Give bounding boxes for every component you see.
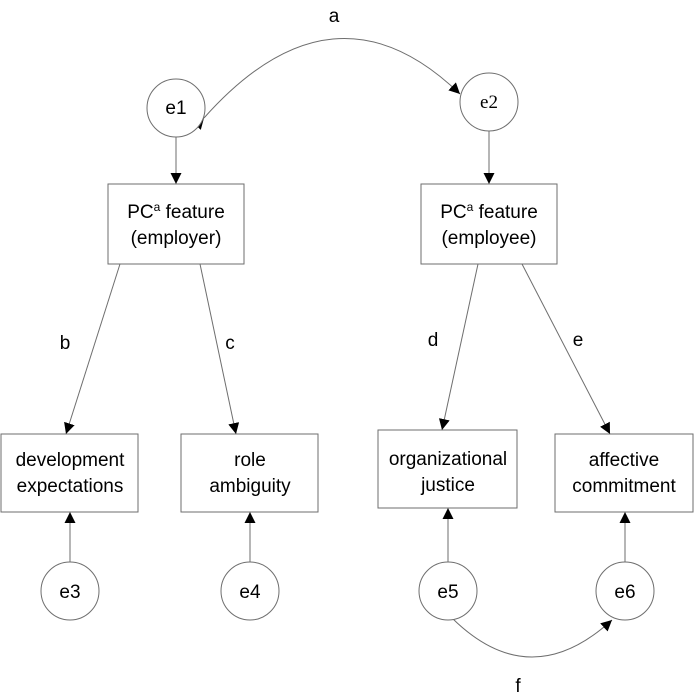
error-label-e6: e6	[614, 582, 635, 603]
covariance-arrow-f	[440, 606, 613, 658]
path-label-f: f	[515, 676, 521, 697]
pc-feature-employee-line1: PCa feature	[440, 200, 538, 223]
pc-feature-employer-box	[107, 183, 245, 265]
pc-feature-employer-line1: PCa feature	[127, 200, 225, 223]
error-label-e5: e5	[437, 582, 458, 603]
development-expectations-line2: expectations	[17, 476, 124, 497]
path-arrow-d	[438, 263, 479, 431]
path-arrow-e	[521, 263, 611, 435]
pc-feature-employee-line2: (employee)	[441, 228, 536, 249]
role-ambiguity-line2: ambiguity	[209, 476, 291, 497]
path-arrow-c	[199, 263, 240, 435]
path-label-d: d	[428, 330, 439, 351]
affective-commitment-line1: affective	[589, 450, 659, 471]
path-arrow-b	[64, 263, 121, 435]
affective-commitment-line2: commitment	[572, 476, 676, 497]
role-ambiguity-box	[180, 433, 319, 513]
organizational-justice-box	[377, 429, 518, 509]
path-label-e: e	[573, 330, 584, 351]
development-expectations-box	[0, 433, 139, 513]
development-expectations-line1: development	[16, 450, 126, 471]
error-label-e2: e2	[480, 92, 498, 113]
path-label-a: a	[329, 6, 340, 27]
pc-feature-employer-line2: (employer)	[131, 228, 222, 249]
role-ambiguity-line1: role	[234, 450, 266, 471]
pc-feature-employee-box	[420, 183, 558, 265]
path-label-b: b	[60, 333, 71, 354]
organizational-justice-line2: justice	[420, 475, 475, 496]
covariance-arrow-a	[192, 38, 461, 130]
affective-commitment-box	[554, 433, 694, 513]
error-label-e1: e1	[165, 98, 186, 119]
error-label-e4: e4	[239, 582, 261, 603]
path-label-c: c	[225, 333, 235, 354]
organizational-justice-line1: organizational	[389, 449, 507, 470]
error-label-e3: e3	[59, 582, 80, 603]
